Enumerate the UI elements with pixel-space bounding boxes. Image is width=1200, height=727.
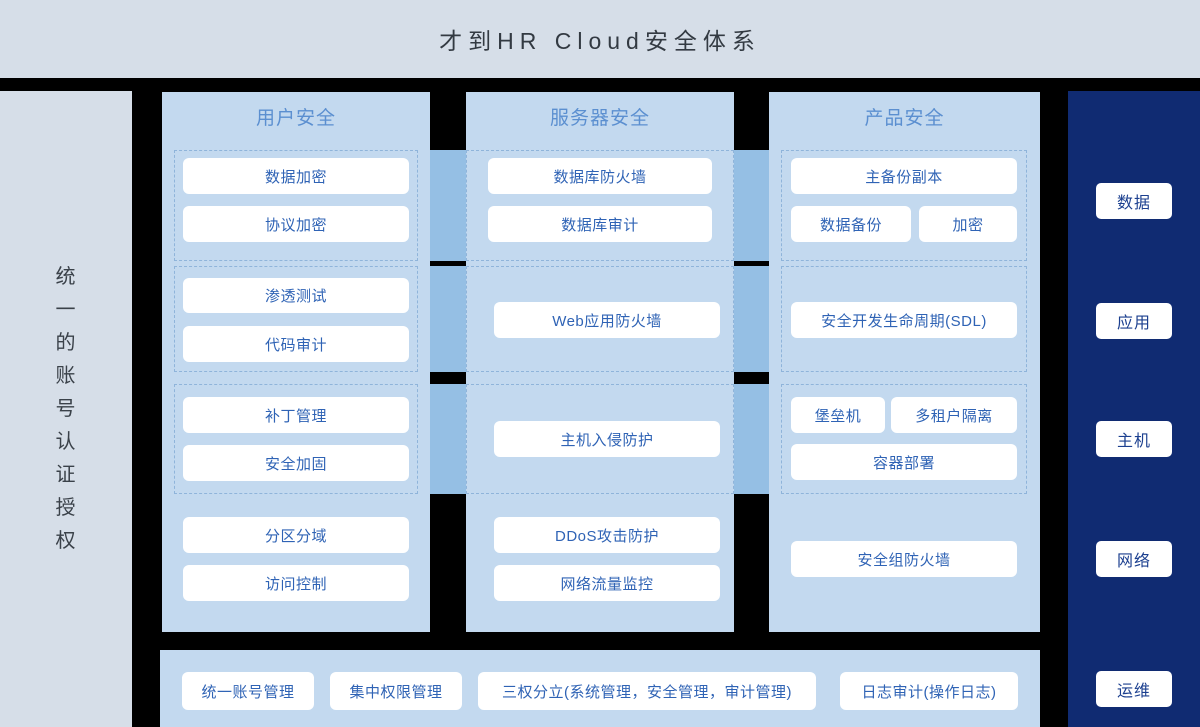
- layer-pill-label: 网络: [1116, 553, 1151, 570]
- item-label: 访问控制: [264, 575, 327, 593]
- item-data-encryption[interactable]: 数据加密: [183, 158, 409, 194]
- item-bastion-host[interactable]: 堡垒机: [791, 397, 885, 433]
- item-label: 渗透测试: [264, 288, 327, 305]
- item-label: 集中权限管理: [349, 683, 443, 701]
- item-encryption[interactable]: 加密: [919, 206, 1017, 242]
- item-ddos-protection[interactable]: DDoS攻击防护: [494, 517, 720, 553]
- layer-pill-label: 主机: [1116, 433, 1151, 450]
- bridge-col1-col2-application: [430, 266, 466, 372]
- item-database-audit[interactable]: 数据库审计: [488, 206, 712, 242]
- layer-pill-label: 运维: [1116, 683, 1151, 700]
- group-server-host: [466, 384, 734, 494]
- item-label: 补丁管理: [264, 407, 327, 425]
- layer-pill-host[interactable]: 主机: [1096, 421, 1172, 457]
- group-server-data: [466, 150, 734, 261]
- column-title: 服务器安全: [549, 107, 650, 129]
- item-label: 加密: [952, 216, 984, 234]
- layer-pill-application[interactable]: 应用: [1096, 303, 1172, 339]
- item-security-hardening[interactable]: 安全加固: [183, 445, 409, 481]
- bridge-col1-col2-data: [430, 150, 466, 261]
- group-user-host: [174, 384, 418, 494]
- bottom-bar-identity: 统一账号管理 集中权限管理 三权分立(系统管理，安全管理，审计管理) 日志审计(…: [160, 650, 1040, 727]
- item-code-audit[interactable]: 代码审计: [183, 326, 409, 362]
- item-label: 分区分域: [264, 527, 327, 545]
- item-label: 安全开发生命周期(SDL): [821, 312, 987, 330]
- item-label: DDoS攻击防护: [554, 527, 659, 545]
- group-user-application: [174, 266, 418, 372]
- item-data-backup[interactable]: 数据备份: [791, 206, 911, 242]
- item-label: 数据库防火墙: [553, 168, 647, 186]
- item-label: 代码审计: [264, 336, 327, 354]
- item-primary-backup-replica[interactable]: 主备份副本: [791, 158, 1017, 194]
- column-title: 用户安全: [255, 107, 336, 129]
- bridge-col1-col2-host: [430, 384, 466, 494]
- item-unified-account-management[interactable]: 统一账号管理: [182, 672, 314, 710]
- bridge-col2-col3-host: [733, 384, 769, 494]
- item-log-audit[interactable]: 日志审计(操作日志): [840, 672, 1018, 710]
- item-database-firewall[interactable]: 数据库防火墙: [488, 158, 712, 194]
- item-label: 数据备份: [819, 216, 882, 234]
- item-label: 安全加固: [264, 455, 327, 473]
- item-penetration-test[interactable]: 渗透测试: [183, 278, 409, 313]
- left-panel-label: 统一的账号认证授权: [55, 265, 77, 552]
- item-separation-of-powers[interactable]: 三权分立(系统管理，安全管理，审计管理): [478, 672, 816, 710]
- layer-pill-label: 应用: [1116, 315, 1151, 332]
- item-label: 主机入侵防护: [560, 431, 654, 449]
- item-label: 网络流量监控: [560, 575, 654, 593]
- group-user-data: [174, 150, 418, 261]
- item-label: 统一账号管理: [201, 683, 295, 701]
- title-bar: 才到HR Cloud安全体系: [0, 0, 1200, 78]
- layer-pill-network[interactable]: 网络: [1096, 541, 1172, 577]
- group-product-application: [781, 266, 1027, 372]
- item-zone-partitioning[interactable]: 分区分域: [183, 517, 409, 553]
- layer-pill-label: 数据: [1116, 195, 1151, 212]
- column-title: 产品安全: [864, 107, 945, 129]
- item-host-intrusion-prevention[interactable]: 主机入侵防护: [494, 421, 720, 457]
- page-title: 才到HR Cloud安全体系: [439, 28, 761, 54]
- item-label: 安全组防火墙: [857, 551, 951, 569]
- left-panel-unified-auth: 统一的账号认证授权: [0, 91, 132, 727]
- item-network-traffic-monitoring[interactable]: 网络流量监控: [494, 565, 720, 601]
- item-security-group-firewall[interactable]: 安全组防火墙: [791, 541, 1017, 577]
- item-label: 数据加密: [264, 168, 327, 186]
- item-label: 日志审计(操作日志): [861, 683, 997, 701]
- group-product-host: [781, 384, 1027, 494]
- item-access-control[interactable]: 访问控制: [183, 565, 409, 601]
- item-label: 三权分立(系统管理，安全管理，审计管理): [502, 683, 792, 701]
- right-panel-layers: 数据 应用 主机 网络 运维: [1068, 91, 1200, 727]
- item-label: 堡垒机: [814, 407, 862, 425]
- group-server-application: [466, 266, 734, 372]
- item-container-deployment[interactable]: 容器部署: [791, 444, 1017, 480]
- bridge-col2-col3-data: [733, 150, 769, 261]
- group-product-data: [781, 150, 1027, 261]
- item-centralized-permission-management[interactable]: 集中权限管理: [330, 672, 462, 710]
- item-patch-management[interactable]: 补丁管理: [183, 397, 409, 433]
- item-label: 数据库审计: [561, 216, 639, 234]
- item-web-application-firewall[interactable]: Web应用防火墙: [494, 302, 720, 338]
- item-sdl[interactable]: 安全开发生命周期(SDL): [791, 302, 1017, 338]
- item-label: 协议加密: [264, 216, 327, 234]
- item-label: Web应用防火墙: [552, 312, 662, 330]
- layer-pill-operations[interactable]: 运维: [1096, 671, 1172, 707]
- layer-pill-data[interactable]: 数据: [1096, 183, 1172, 219]
- item-protocol-encryption[interactable]: 协议加密: [183, 206, 409, 242]
- item-label: 多租户隔离: [915, 407, 993, 425]
- item-multi-tenant-isolation[interactable]: 多租户隔离: [891, 397, 1017, 433]
- item-label: 主备份副本: [865, 168, 943, 186]
- bridge-col2-col3-application: [733, 266, 769, 372]
- item-label: 容器部署: [872, 454, 935, 472]
